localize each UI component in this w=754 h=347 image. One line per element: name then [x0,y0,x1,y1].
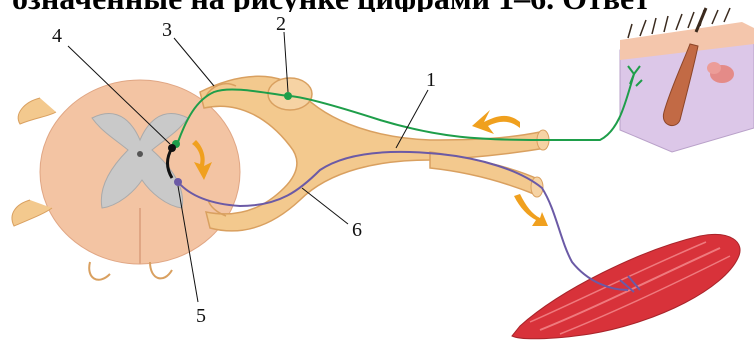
muscle [512,234,740,338]
arrow-to-muscle [514,194,548,226]
sensory-neuron-body [284,92,292,100]
label-4: 4 [52,25,62,47]
arrow-skin-to-nerve [472,110,520,134]
label-6: 6 [352,219,362,241]
spinal-cord [12,80,240,280]
label-1: 1 [426,69,436,91]
label-5: 5 [196,305,206,327]
interneuron-body [168,144,176,152]
central-canal [137,151,143,157]
motor-neuron-body [174,178,182,186]
label-3: 3 [162,19,172,41]
label-2: 2 [276,13,286,35]
skin-block [620,8,754,152]
